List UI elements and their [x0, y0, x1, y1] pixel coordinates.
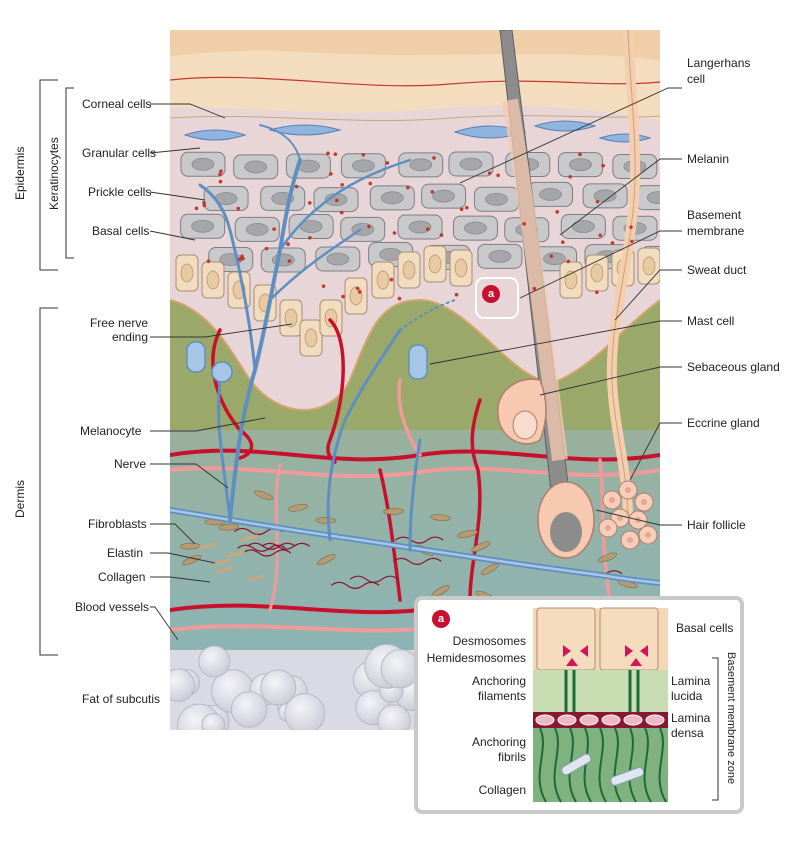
label-eccrine-gland: Eccrine gland: [687, 416, 760, 430]
basal-cells-layer: [175, 245, 660, 357]
inset-marker-a: a: [482, 285, 500, 303]
corneal-line: [170, 115, 660, 122]
melanin-granules: [194, 151, 634, 301]
label-fibroblasts: Fibroblasts: [88, 517, 147, 531]
label-melanin: Melanin: [687, 152, 730, 166]
label-keratinocytes: Keratinocytes: [47, 137, 61, 210]
label-sebaceous-gland: Sebaceous gland: [687, 360, 780, 374]
inset-label-desmosomes: Desmosomes: [452, 634, 526, 648]
inset-label-basal-cells: Basal cells: [676, 621, 734, 635]
inset-label-anchoring-fibrils-1: Anchoring: [471, 735, 526, 749]
inset-region-highlight: [475, 277, 519, 319]
label-fat-of-subcutis: Fat of subcutis: [82, 692, 161, 706]
label-granular-cells: Granular cells: [82, 146, 157, 160]
label-melanocyte: Melanocyte: [80, 424, 142, 438]
label-mast-cell: Mast cell: [687, 314, 735, 328]
label-langerhans-cell-2: cell: [687, 72, 706, 86]
label-basement-membrane-1: Basement: [687, 208, 742, 222]
sweat-gland-structure: [598, 30, 658, 550]
label-free-nerve-ending-2: ending: [111, 330, 148, 344]
inset-label-hemidesmosomes: Hemidesmosomes: [426, 651, 526, 665]
basement-membrane-inset: [414, 596, 744, 814]
label-dermis: Dermis: [13, 480, 27, 518]
label-langerhans-cell-1: Langerhans: [687, 56, 751, 70]
hair-follicle-structure: [497, 30, 595, 559]
prickle-cells: [180, 151, 660, 273]
inset-label-anchoring-filaments-1: Anchoring: [471, 674, 526, 688]
label-nerve: Nerve: [114, 457, 147, 471]
basement-line: [170, 298, 660, 411]
label-collagen: Collagen: [98, 570, 146, 584]
label-prickle-cells: Prickle cells: [88, 185, 152, 199]
nerve-endings: [186, 341, 428, 383]
label-sweat-duct: Sweat duct: [687, 263, 747, 277]
inset-label-collagen: Collagen: [478, 783, 526, 797]
inset-label-anchoring-filaments-2: filaments: [477, 689, 526, 703]
leader-lines: [149, 87, 682, 641]
inset-panel-marker-a: a: [432, 610, 450, 628]
label-epidermis: Epidermis: [13, 146, 27, 200]
inset-label-lamina-densa-1: Lamina: [671, 711, 711, 725]
label-basement-membrane-2: membrane: [687, 224, 745, 238]
surface-layer: [170, 30, 660, 60]
inset-label-lamina-densa-2: densa: [671, 726, 704, 740]
inset-label-basement-membrane-zone: Basement membrane zone: [725, 652, 737, 785]
label-corneal-cells: Corneal cells: [82, 97, 152, 111]
dermal-fibers: [179, 490, 638, 601]
inset-label-lamina-lucida-1: Lamina: [671, 674, 711, 688]
nerve-network: [170, 124, 660, 586]
label-blood-vessels: Blood vessels: [75, 600, 150, 614]
surface-line: [170, 76, 660, 87]
inset-label-anchoring-fibrils-2: fibrils: [497, 750, 526, 764]
label-hair-follicle: Hair follicle: [687, 518, 746, 532]
inset-label-lamina-lucida-2: lucida: [671, 689, 703, 703]
label-basal-cells: Basal cells: [92, 224, 150, 238]
label-elastin: Elastin: [107, 546, 144, 560]
label-free-nerve-ending-1: Free nerve: [89, 316, 148, 330]
layer-brackets: [39, 79, 74, 656]
